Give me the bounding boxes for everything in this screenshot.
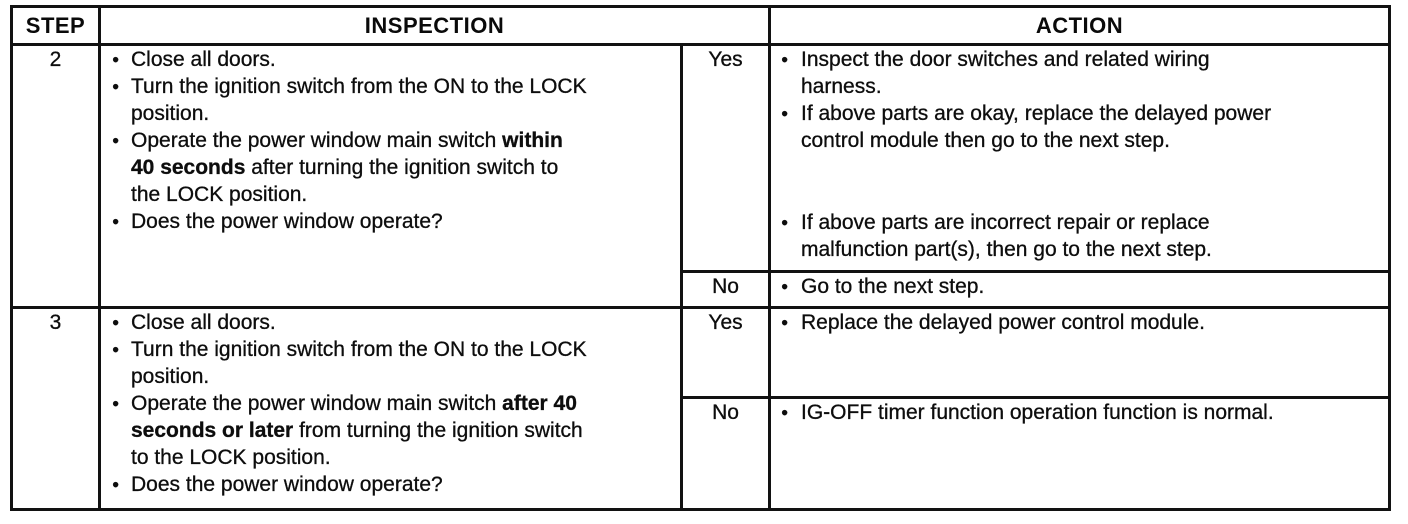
step-3-no-row: No ● IG-OFF timer function operation funct… [12,396,1391,511]
action-text: Inspect the door switches and related wi… [801,48,1210,98]
inspection-text: Close all doors. [131,48,276,71]
action-text: If above parts are okay, replace the del… [801,102,1272,152]
action-cell: ● Replace the delayed power control modul… [768,306,1391,399]
answer-yes-cell: Yes [680,306,771,399]
inspection-item: ● Close all doors. [103,311,679,337]
inspection-bullet-list: ● Close all doors. ● Turn the ignition swit… [103,311,679,499]
bullet-icon: ● [112,214,120,228]
action-item: ● Inspect the door switches and related w… [773,48,1387,101]
action-text: If above parts are incorrect repair or r… [801,211,1212,261]
inspection-item: ● Does the power window operate? [103,471,679,498]
step-number-cell: 3 [10,306,101,511]
inspection-item: ● Operate the power window main switch wi… [103,127,679,208]
step-2-yes-row: 2 ● Close all doors. ● Turn the ignition swi… [10,43,1391,309]
action-bullet-list: ● Inspect the door switches and related w… [773,48,1387,264]
action-bullet-list: ● Replace the delayed power control modul… [773,311,1387,337]
action-item: ● Replace the delayed power control modul… [773,311,1387,337]
bullet-icon: ● [112,52,120,66]
step-number-cell: 2 [10,43,101,309]
step-3-yes-row: 3 ● Close all doors. ● Turn the ignition swi… [10,306,1391,511]
action-item: ● If above parts are okay, replace the de… [773,100,1387,154]
table-header-row: STEP INSPECTION ACTION [10,5,1391,46]
action-item: ● If above parts are incorrect repair or … [773,209,1387,263]
inspection-text: Does the power window operate? [131,210,443,233]
action-column-header: ACTION [768,5,1391,46]
bullet-icon: ● [781,215,789,229]
inspection-text: Does the power window operate? [131,473,443,496]
inspection-text: Operate the power window main switch aft… [131,392,583,469]
inspection-bullet-list: ● Close all doors. ● Turn the ignition swit… [103,48,679,236]
inspection-text: Operate the power window main switch wit… [131,129,563,206]
action-text: Go to the next step. [801,275,985,298]
action-cell: ● Go to the next step. [768,270,1391,309]
action-cell: ● IG-OFF timer function operation functio… [768,396,1391,511]
inspection-item: ● Turn the ignition switch from the ON to… [103,336,679,390]
bullet-icon: ● [112,315,120,329]
action-bullet-list: ● IG-OFF timer function operation functio… [773,401,1387,427]
step-column-header: STEP [10,5,101,46]
action-item: ● Go to the next step. [773,275,1387,301]
bullet-icon: ● [112,133,120,147]
inspection-cell: ● Close all doors. ● Turn the ignition swit… [98,43,683,309]
step-2-no-row: No ● Go to the next step. [12,270,1391,309]
answer-yes-cell: Yes [680,43,771,273]
bullet-icon: ● [781,106,789,120]
action-text: Replace the delayed power control module… [801,311,1205,334]
bullet-icon: ● [781,279,789,293]
inspection-item: ● Operate the power window main switch af… [103,390,679,471]
inspection-item: ● Close all doors. [103,48,679,74]
inspection-column-header: INSPECTION [98,5,771,46]
answer-no-cell: No [680,396,771,511]
bullet-icon: ● [781,405,789,419]
action-item: ● IG-OFF timer function operation functio… [773,401,1387,427]
inspection-item: ● Turn the ignition switch from the ON to… [103,73,679,127]
answer-no-cell: No [680,270,771,309]
action-cell: ● Inspect the door switches and related w… [768,43,1391,273]
troubleshooting-table: STEP INSPECTION ACTION 2 ● Close all doors… [10,5,1391,511]
inspection-cell: ● Close all doors. ● Turn the ignition swit… [98,306,683,511]
action-bullet-list: ● Go to the next step. [773,275,1387,301]
inspection-text: Close all doors. [131,311,276,334]
inspection-text: Turn the ignition switch from the ON to … [131,75,587,125]
bullet-icon: ● [112,396,120,410]
inspection-text: Turn the ignition switch from the ON to … [131,338,587,388]
inspection-item: ● Does the power window operate? [103,208,679,235]
action-text: IG-OFF timer function operation function… [801,401,1274,424]
bullet-icon: ● [781,315,789,329]
bullet-icon: ● [112,342,120,356]
bullet-icon: ● [112,79,120,93]
bullet-icon: ● [112,477,120,491]
bullet-icon: ● [781,52,789,66]
